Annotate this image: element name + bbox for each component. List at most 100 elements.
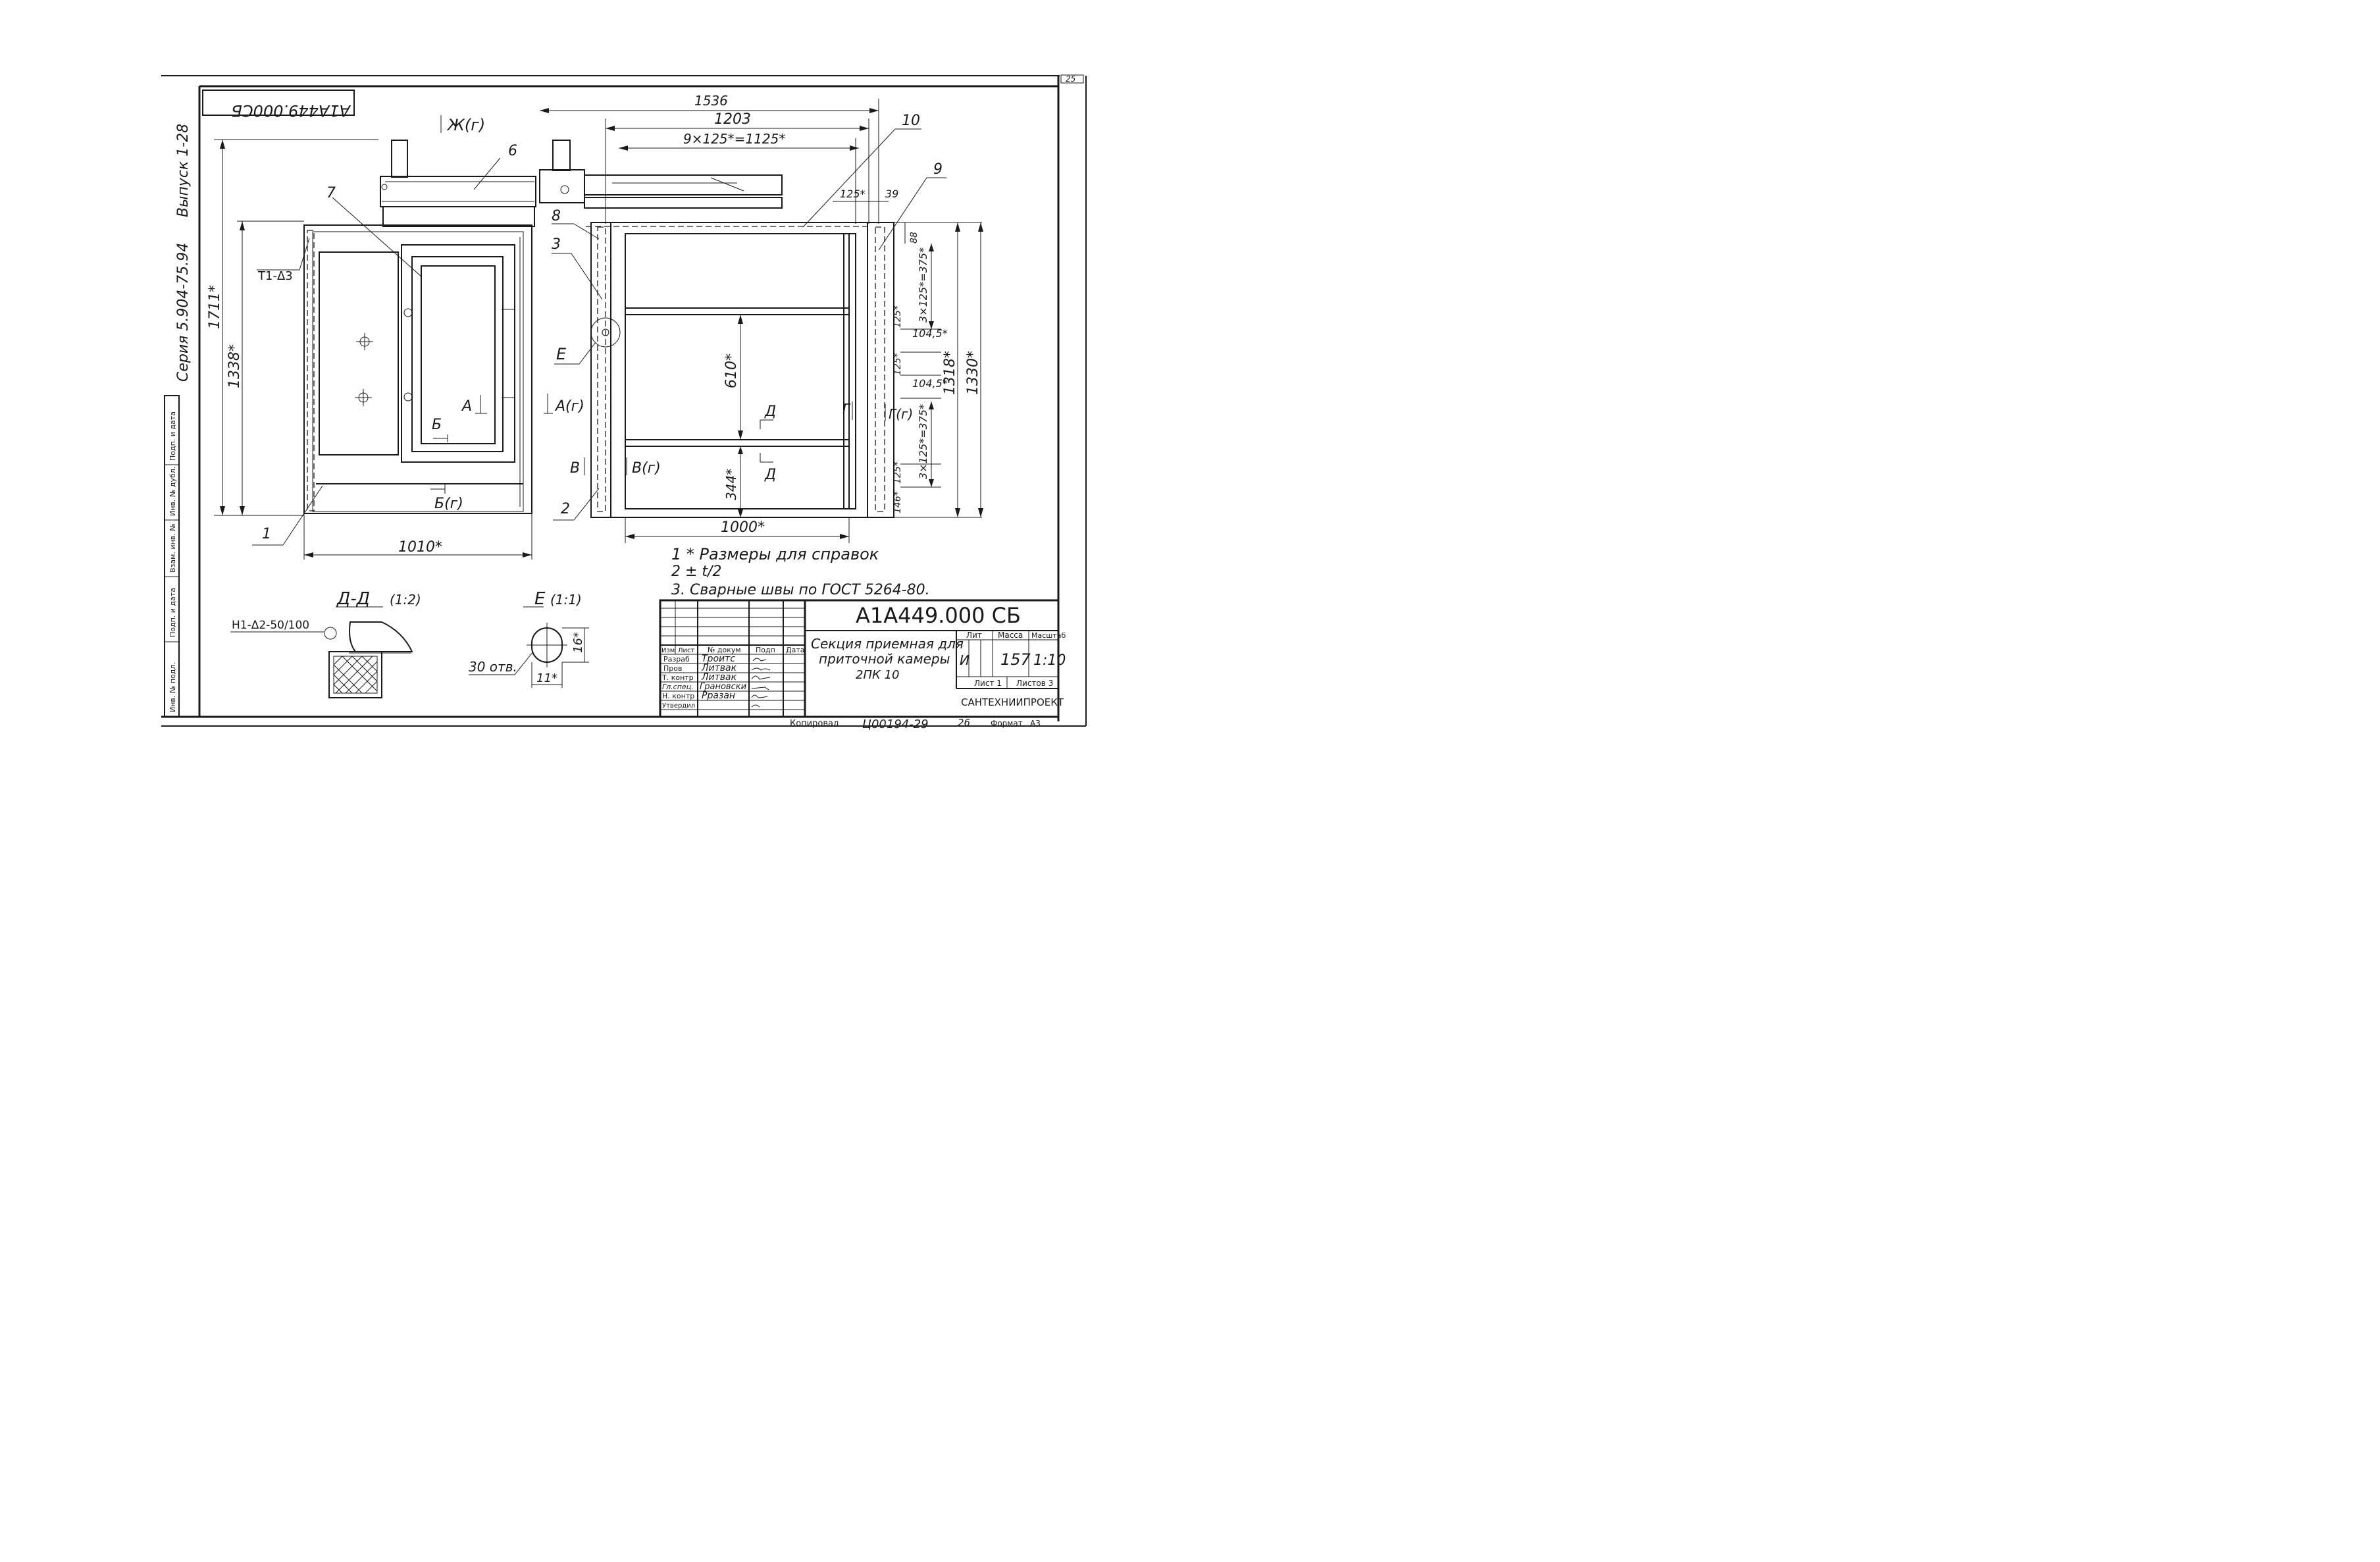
position-7: 7	[326, 185, 336, 201]
rotated-code-box: А1А449.000СБ	[202, 90, 355, 120]
dim-1711: 1711*	[207, 285, 223, 329]
dim-146: 146*	[892, 491, 903, 513]
dim-125-top: 125*	[840, 188, 866, 200]
dim-104-a: 104,5*	[912, 327, 948, 340]
issue-label: Выпуск 1-28	[175, 124, 192, 217]
note-3: 3. Сварные швы по ГОСТ 5264-80.	[671, 582, 930, 598]
series-block: Серия 5.904-75.94 Выпуск 1-28	[175, 124, 192, 382]
stamp-cell-1: Подп. и дата	[168, 411, 177, 461]
role-4: Гл.спец.	[662, 683, 694, 691]
dim-1318: 1318*	[942, 351, 958, 395]
weld-label-section: Н1-Δ2-50/100	[232, 619, 309, 632]
detail-e-dim-11: 11*	[536, 671, 557, 685]
role-3: Т. контр	[661, 673, 694, 682]
header-izm: Изм	[661, 647, 675, 654]
left-view: Т1-Δ3 7 6 1 Ж(г) А Б Б(г) 1711* 1338*	[207, 115, 536, 560]
mark-vg: В(г)	[632, 460, 661, 477]
header-list: Лист	[678, 647, 695, 654]
detail-e-scale: (1:1)	[550, 592, 582, 608]
mark-ag: А(г)	[554, 398, 584, 415]
dim-125-a: 125*	[892, 305, 903, 328]
stamp-cell-4: Подп. и дата	[168, 588, 177, 637]
stamp-cell-3: Взам. инв. №	[168, 523, 177, 573]
title-line-2: приточной камеры	[819, 651, 950, 667]
dim-3x125-top: 3×125*=375*	[917, 247, 929, 323]
header-sign: Подп	[756, 646, 775, 654]
title-line-1: Секция приемная для	[811, 636, 964, 652]
dim-39: 39	[885, 188, 898, 200]
header-docnum: № докум	[708, 646, 741, 654]
format-label: Формат	[991, 719, 1023, 728]
copied-label: Копировал	[790, 719, 839, 729]
dim-88: 88	[909, 232, 919, 244]
view-label: Ж(г)	[446, 116, 485, 134]
mark-e: Е	[556, 345, 567, 363]
stamp-cell-5: Инв. № подл.	[168, 662, 177, 712]
scale-value: 1:10	[1033, 652, 1066, 669]
right-view: Е 3 8 2 10 9 А(г) В В(г) Г Г(г) Д Д	[539, 93, 983, 543]
position-6: 6	[508, 143, 517, 159]
name-4: Грановски	[700, 682, 746, 692]
copy-number: Ц00194-29	[862, 717, 929, 731]
name-2: Литвак	[701, 663, 737, 673]
mark-d-top: Д	[764, 404, 776, 420]
dim-1000: 1000*	[721, 519, 765, 536]
dim-104-b: 104,5*	[912, 377, 948, 390]
technical-drawing: 25 Серия 5.904-75.94 Выпуск 1-28 А1А449.…	[161, 74, 1087, 731]
dim-344: 344*	[723, 469, 739, 500]
dim-610: 610*	[723, 353, 740, 388]
series-label: Серия 5.904-75.94	[175, 243, 192, 382]
detail-e-title: Е	[534, 589, 546, 609]
dim-1536: 1536	[694, 93, 728, 109]
name-3: Литвак	[701, 672, 737, 683]
name-1: Троитс	[702, 654, 735, 664]
doc-code: А1А449.000 СБ	[856, 603, 1021, 628]
section-dd-title: Д-Д	[336, 589, 370, 609]
detail-e: Е (1:1) 16* 11* 30 отв.	[469, 589, 589, 688]
section-dd-scale: (1:2)	[390, 592, 421, 608]
sheet-label: Лист 1	[974, 679, 1002, 688]
position-3: 3	[552, 236, 561, 253]
note-2: 2 ± t/2	[671, 563, 721, 580]
mark-a: А	[461, 398, 472, 415]
dim-125-c: 125*	[892, 461, 903, 484]
role-5: Н. контр	[662, 692, 694, 700]
format-value: А3	[1030, 719, 1041, 728]
mark-d-bottom: Д	[764, 467, 776, 483]
notes: 1 * Размеры для справок 2 ± t/2 3. Сварн…	[671, 545, 930, 598]
dim-1338: 1338*	[226, 344, 243, 388]
lit-label: Лит	[966, 631, 982, 640]
mark-g: Г	[842, 401, 851, 417]
position-9: 9	[933, 161, 943, 178]
rotated-doc-code: А1А449.000СБ	[231, 101, 351, 120]
stamp-cell-2: Инв. № дубл.	[168, 467, 177, 516]
dim-1010: 1010*	[398, 539, 442, 556]
scale-label: Масштаб	[1031, 631, 1066, 640]
title-block: А1А449.000 СБ Секция приемная для приточ…	[659, 599, 1066, 718]
mark-b: Б	[432, 417, 442, 433]
sheet-number: 25	[1066, 74, 1075, 84]
copy-page: 26	[958, 717, 970, 729]
sheets-label: Листов 3	[1016, 679, 1053, 688]
organization: САНТЕХНИИПРОЕКТ	[961, 696, 1064, 708]
header-date: Дата	[786, 646, 804, 654]
section-dd: Д-Д (1:2) Н1-Δ2-50/100	[230, 589, 421, 698]
mark-v: В	[570, 460, 580, 477]
mass-label: Масса	[998, 631, 1023, 640]
position-10: 10	[902, 113, 920, 129]
sheet-frame: 25	[161, 74, 1087, 727]
side-stamp: Подп. и дата Инв. № дубл. Взам. инв. № П…	[164, 395, 180, 717]
dim-9x125: 9×125*=1125*	[683, 131, 785, 147]
name-5: Рразан	[702, 690, 735, 701]
title-line-3: 2ПК 10	[856, 668, 899, 682]
position-1: 1	[262, 526, 271, 542]
weld-label-left: Т1-Δ3	[257, 269, 293, 283]
role-6: Утвердил	[662, 702, 695, 710]
position-2: 2	[561, 501, 570, 517]
lit-value: И	[960, 652, 970, 668]
mass-value: 157	[1000, 650, 1031, 669]
dim-1203: 1203	[714, 111, 751, 128]
detail-e-holes: 30 отв.	[469, 659, 517, 675]
detail-e-dim-16: 16*	[571, 632, 585, 653]
dim-1330: 1330*	[965, 351, 981, 395]
